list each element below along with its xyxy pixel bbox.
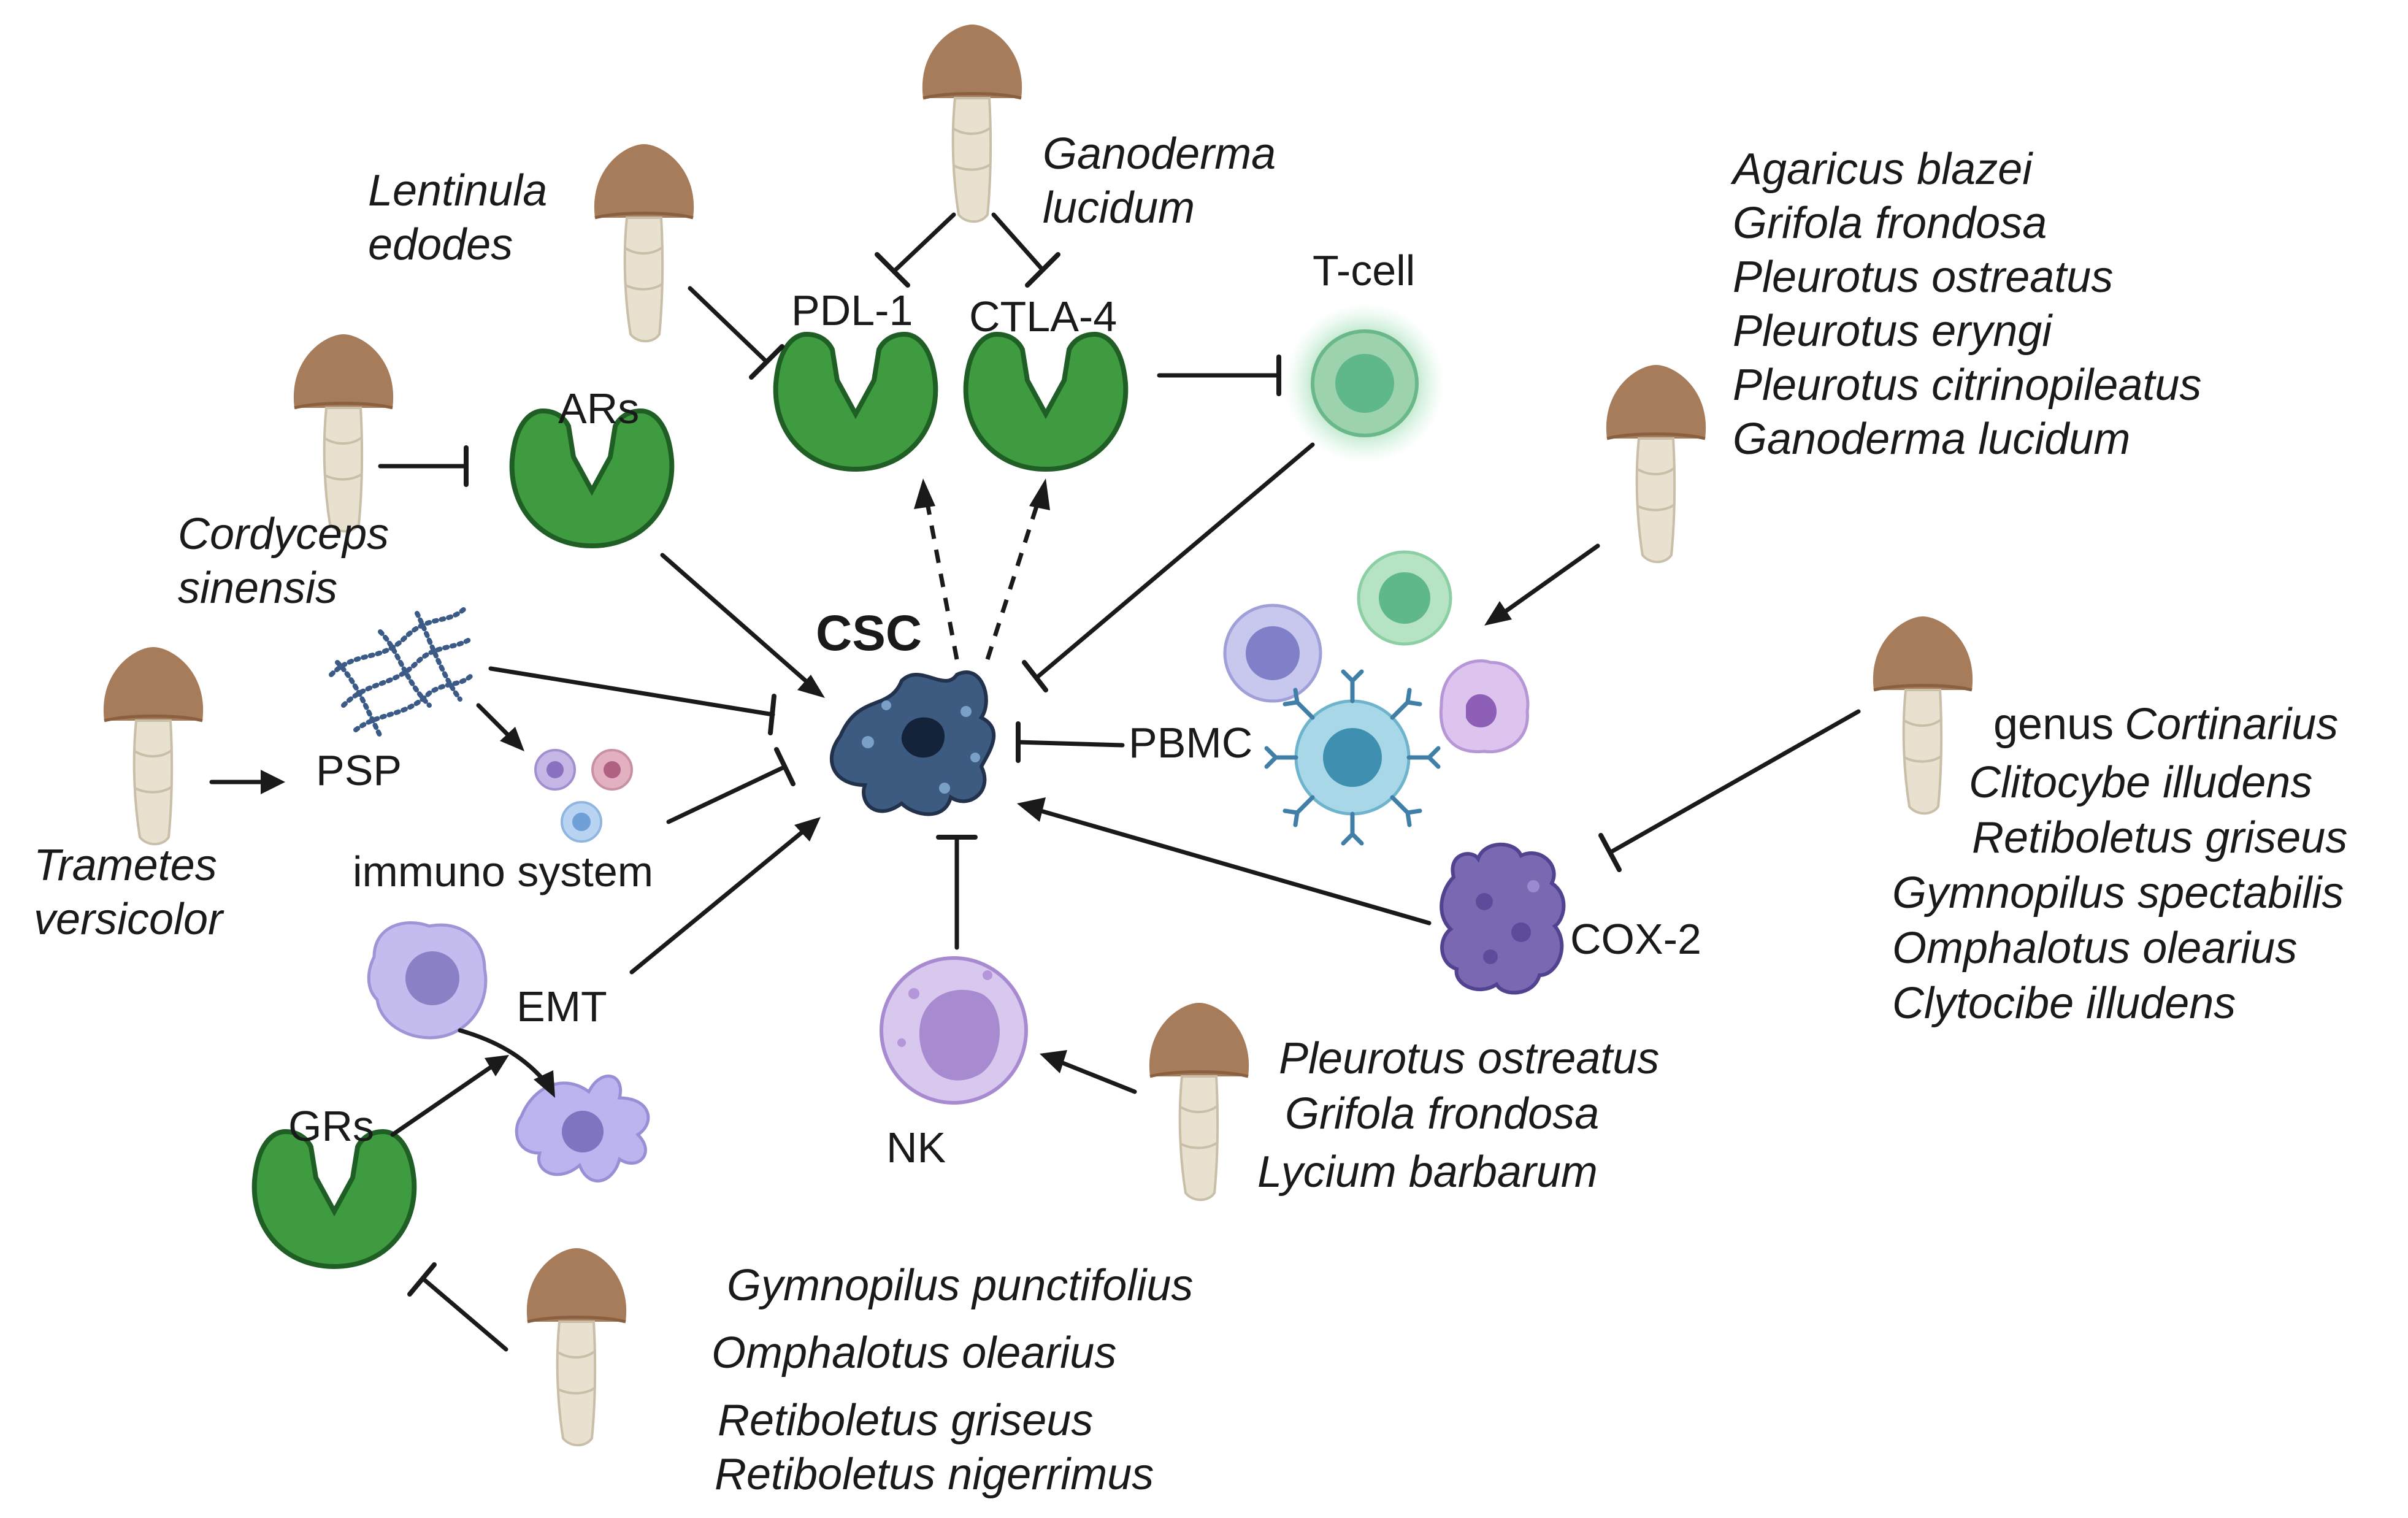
mushroom-icon (1606, 365, 1706, 562)
arrows-layer (209, 212, 1861, 1352)
immune-cells-icon (534, 749, 633, 843)
pdl1-label: PDL-1 (791, 286, 913, 334)
pbmc-label: PBMC (1129, 719, 1252, 767)
t-cell-icon (1285, 304, 1444, 463)
species-pbmc-group: Agaricus blazei Grifola frondosa Pleurot… (1730, 145, 2214, 464)
psp-label: PSP (316, 746, 402, 794)
emt-cells-icon (367, 921, 650, 1183)
mushroom-icon (1149, 1003, 1249, 1200)
tcell-label: T-cell (1313, 247, 1415, 294)
receptor-icon (966, 334, 1126, 469)
nk-cell-icon (880, 956, 1028, 1105)
immuno-label: immuno system (353, 848, 653, 895)
cox2-label: COX-2 (1570, 915, 1701, 963)
csc-cell-icon (829, 670, 996, 816)
pbmc-cluster-icon (1223, 550, 1530, 846)
psp-polymer-icon (329, 605, 475, 738)
nk-label: NK (886, 1124, 946, 1171)
species-gr-group: Gymnopilus punctifolius Omphalotus olear… (711, 1261, 1205, 1499)
ctla4-label: CTLA-4 (969, 293, 1117, 340)
receptor-icon (255, 1132, 415, 1267)
emt-label: EMT (516, 983, 607, 1030)
csc-label: CSC (816, 605, 922, 661)
species-nk-group: Pleurotus ostreatus Grifola frondosa Lyc… (1257, 1034, 1671, 1197)
mushroom-icon (294, 334, 393, 531)
mushroom-icon (527, 1248, 626, 1445)
receptor-icon (776, 334, 936, 469)
mushroom-icon (594, 144, 694, 341)
ars-label: ARs (558, 385, 639, 432)
mushroom-icon (1873, 616, 1973, 813)
cox2-protein-icon (1440, 842, 1566, 995)
grs-label: GRs (288, 1102, 374, 1150)
mushroom-icon (922, 25, 1022, 221)
mushroom-icon (104, 647, 203, 844)
